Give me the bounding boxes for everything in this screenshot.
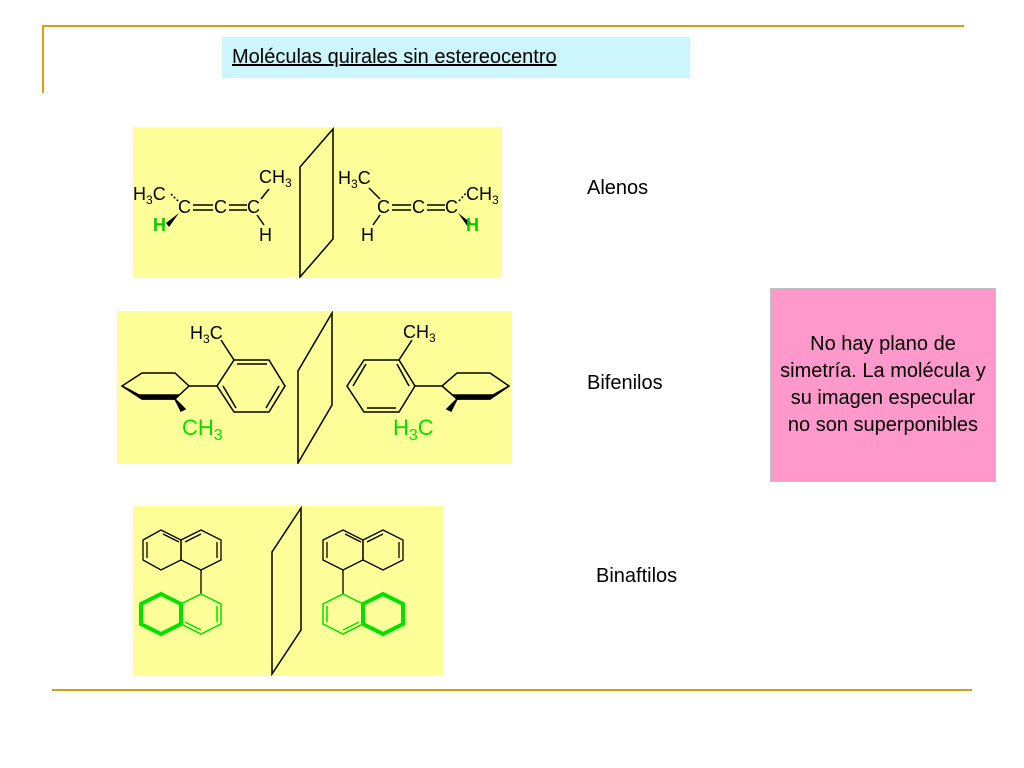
single-bond	[260, 188, 270, 200]
wedge-bond	[166, 213, 179, 227]
allene-ch3-right: CH3	[466, 184, 499, 207]
biphenyl-ch3-right: CH3	[403, 322, 436, 345]
dash-bond	[170, 193, 180, 203]
allene-carbon-2: C	[214, 197, 227, 217]
allene-carbon-3: C	[247, 197, 260, 217]
allene-carbon-6: C	[445, 197, 458, 217]
title-box: Moléculas quirales sin estereocentro	[222, 37, 690, 78]
allene-carbon-4: C	[377, 197, 390, 217]
aromatic-bond	[352, 363, 367, 387]
mirror-plane	[271, 506, 302, 676]
single-bond	[368, 187, 381, 200]
label-alenos: Alenos	[587, 177, 649, 199]
allene-h-bottom-right: H	[361, 225, 374, 245]
biphenyl-panel: H3C CH3 CH3 H3C	[117, 311, 512, 464]
mirror-plane	[297, 311, 333, 464]
phenyl-ring-right	[346, 359, 416, 413]
single-bond	[256, 214, 265, 226]
dash-bond	[458, 192, 467, 202]
biphenyl-ch3-green-left: CH3	[182, 415, 223, 444]
allene-ch3-top: CH3	[259, 167, 292, 190]
naphthalene-top-right	[322, 529, 404, 594]
note-text: No hay plano de simetría. La molécula y …	[780, 333, 986, 436]
aromatic-bond	[222, 385, 237, 409]
allene-panel: H3C C C C H CH3 H H3C C C C	[133, 127, 502, 278]
frame-bottom-line	[52, 689, 972, 691]
single-bond	[372, 214, 381, 226]
note-box: No hay plano de simetría. La molécula y …	[770, 288, 996, 482]
allene-right-h3c-top: H3C	[338, 168, 371, 191]
biphenyl-h3c-green-right: H3C	[393, 415, 434, 444]
methyl-bond	[220, 339, 235, 361]
naphthalene-bottom-left	[139, 591, 222, 637]
label-bifenilos: Bifenilos	[587, 372, 663, 394]
allene-diagram: H3C C C C H CH3 H H3C C C C	[133, 127, 499, 278]
ring-bold-edge	[451, 385, 510, 400]
naphthalene-top-left	[142, 529, 222, 594]
biphenyl-diagram: H3C CH3 CH3 H3C	[120, 311, 511, 464]
binaphthyl-diagram	[139, 506, 405, 676]
label-binaftilos: Binaftilos	[596, 565, 678, 587]
allene-carbon-5: C	[412, 197, 425, 217]
binaphthyl-panel	[133, 506, 443, 676]
mirror-plane	[299, 127, 334, 278]
frame-left-line	[42, 25, 44, 93]
slide-title: Moléculas quirales sin estereocentro	[232, 46, 557, 68]
naphthalene-bottom-right	[322, 591, 405, 637]
wedge-bond	[445, 398, 458, 413]
wedge-bond	[174, 398, 187, 413]
frame-top-line	[42, 25, 964, 27]
ring-bold-edge	[121, 385, 181, 400]
allene-h-bottom: H	[259, 225, 272, 245]
allene-carbon-1: C	[178, 197, 191, 217]
phenyl-ring	[216, 359, 286, 413]
allene-left-ch3-label: H3C	[133, 184, 166, 207]
wedge-bond	[458, 213, 471, 227]
methyl-bond	[398, 339, 413, 361]
aromatic-bond	[265, 385, 280, 409]
allene-h-green: H	[153, 215, 166, 235]
aromatic-bond	[396, 363, 410, 387]
biphenyl-h3c-left: H3C	[190, 323, 223, 346]
allene-h-green-right: H	[466, 215, 479, 235]
